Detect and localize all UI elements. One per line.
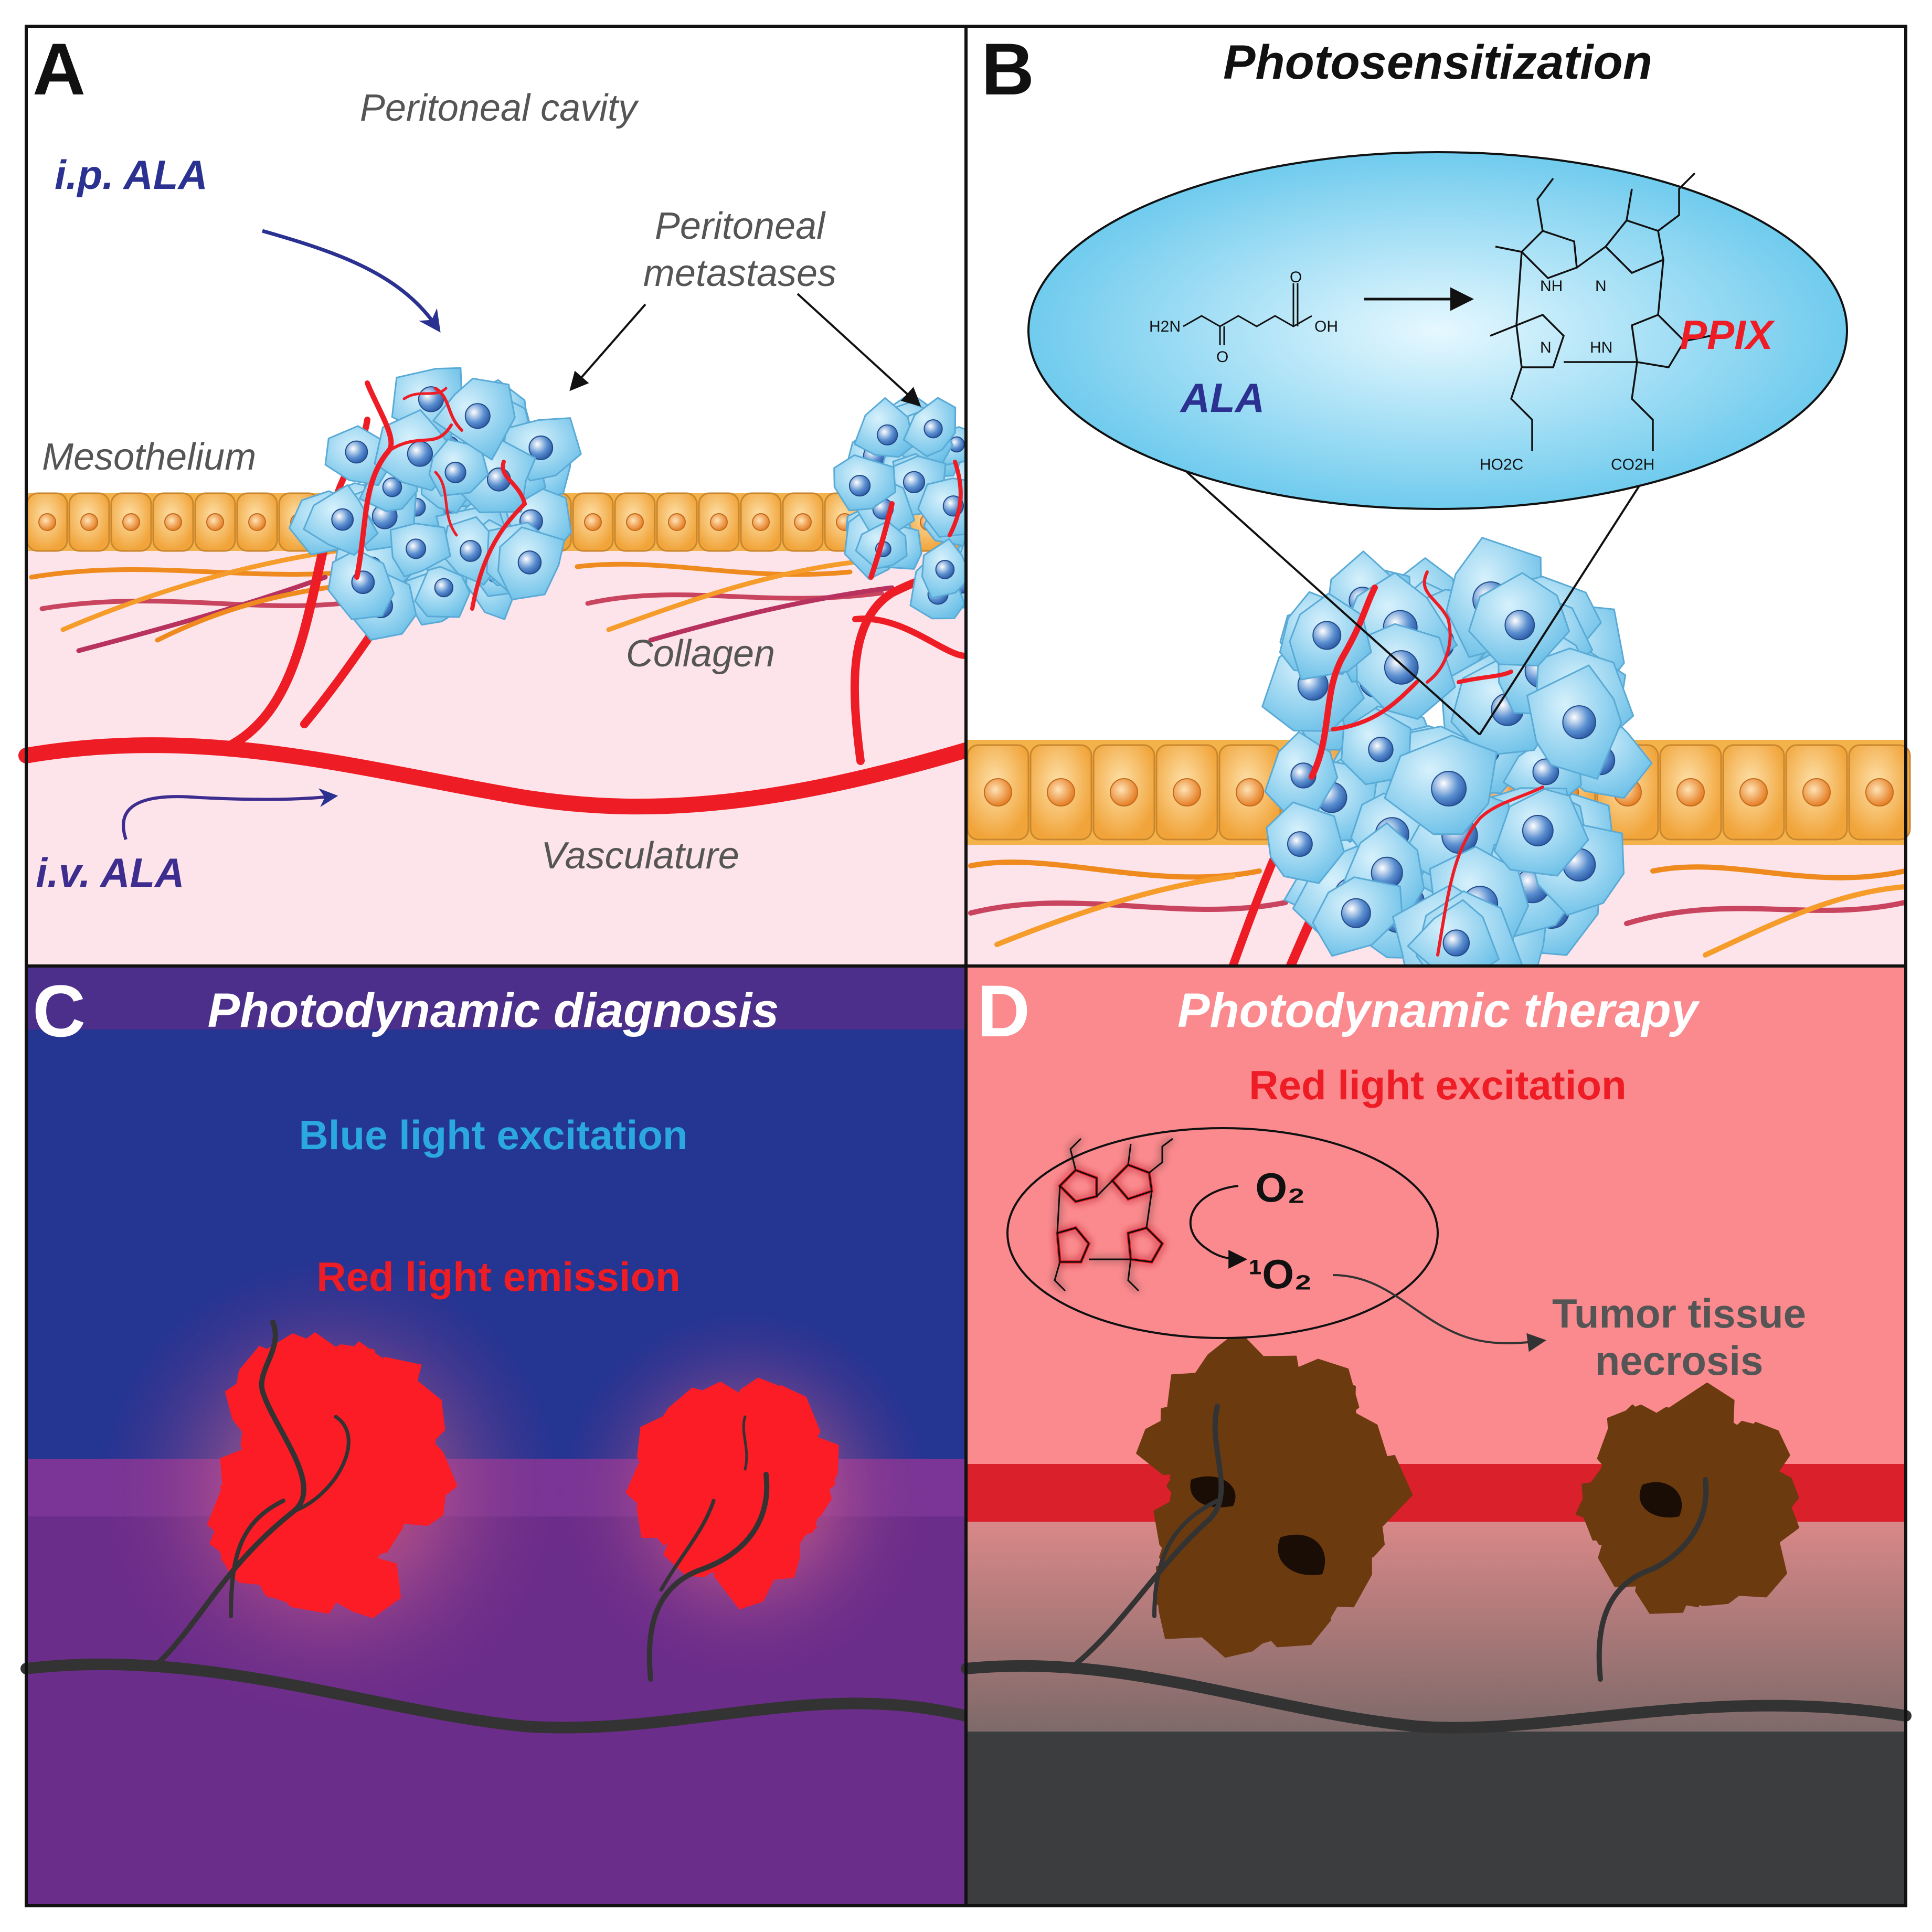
peritoneal-cavity-label: Peritoneal cavity (360, 87, 639, 129)
ala-acid-o-label: O (1290, 269, 1302, 286)
ppix-ho2c-label: HO2C (1480, 456, 1523, 473)
collagen-fibers (29, 548, 895, 653)
mesothelium-label: Mesothelium (42, 436, 256, 478)
tumor-vessels-a2 (868, 460, 963, 580)
ip-ala-label: i.p. ALA (55, 152, 208, 198)
panel-c-title: Photodynamic diagnosis (208, 984, 779, 1037)
ppix-co2h-label: CO2H (1611, 456, 1654, 473)
panel-b: H2N O O OH NH N N HN HO2C CO2H (967, 26, 1911, 1000)
fluorescent-tumor-1 (207, 1332, 458, 1618)
necrotic-tumor-1 (1136, 1330, 1413, 1658)
metastases-pointer-right (797, 293, 921, 407)
collagen-fibers-b (968, 859, 1907, 958)
molecular-zoom-ellipse (1027, 151, 1848, 510)
ppix-label: PPIX (1680, 312, 1775, 358)
necrosis-arrow (1332, 1274, 1547, 1352)
ala-oh-label: OH (1314, 318, 1338, 335)
ip-ala-arrow (262, 229, 441, 333)
ppix-nh-label: NH (1540, 278, 1563, 295)
tumor-magnified (1261, 537, 1653, 1000)
ala-h2n-label: H2N (1149, 318, 1181, 335)
ala-label: ALA (1180, 375, 1265, 421)
panel-d-letter: D (977, 970, 1030, 1052)
panel-c-title-band (26, 967, 965, 1029)
panel-borders (25, 25, 1907, 1907)
fluorescent-tumor-2 (625, 1377, 839, 1610)
panel-d: D Photodynamic therapy Red light excitat… (961, 967, 1912, 1906)
ala-structure (1183, 283, 1312, 345)
panel-d-title: Photodynamic therapy (1177, 984, 1700, 1037)
red-excitation-label: Red light excitation (1249, 1062, 1626, 1108)
iv-ala-label: i.v. ALA (36, 850, 184, 896)
panel-a-letter: A (33, 28, 86, 110)
panel-b-letter: B (981, 28, 1034, 110)
lower-tissue-d (967, 1732, 1906, 1906)
necrosis-label-line1: Tumor tissue (1552, 1290, 1806, 1336)
zoom-line-right (1479, 455, 1659, 736)
panel-b-title: Photosensitization (1223, 36, 1652, 89)
zoom-line-left (1174, 461, 1481, 736)
panel-a: A Peritoneal cavity i.p. ALA Peritoneal … (18, 26, 1016, 965)
singlet-oxygen-label: ¹O₂ (1248, 1251, 1312, 1297)
necrosis-label-line2: necrosis (1595, 1337, 1764, 1384)
iv-ala-arrow (122, 788, 338, 840)
tumor-vessels-b (1309, 570, 1544, 957)
ppix-n-top-label: N (1595, 278, 1607, 295)
blue-light-label: Blue light excitation (299, 1112, 687, 1158)
metastases-pointer-left (569, 303, 646, 391)
vasculature-d (961, 1404, 1912, 1734)
panel-c: C Photodynamic diagnosis Blue light exci… (20, 967, 971, 1906)
oxygen-label: O₂ (1255, 1164, 1305, 1211)
ppix-hn-label: HN (1590, 339, 1612, 356)
vasculature-label: Vasculature (541, 835, 739, 877)
reaction-cycle-arrow (1189, 1185, 1248, 1269)
metastases-label-line2: metastases (643, 252, 836, 294)
vasculature-c (20, 1320, 971, 1734)
tumor-vessels-a1 (354, 380, 527, 611)
red-emission-label: Red light emission (316, 1254, 680, 1300)
collagen-label: Collagen (626, 633, 775, 675)
panel-c-letter: C (33, 970, 86, 1052)
ppix-structure (1490, 172, 1711, 451)
ppix-glow-structure (1054, 1138, 1173, 1292)
reaction-ellipse (1006, 1127, 1439, 1339)
ala-ketone-o-label: O (1216, 348, 1228, 366)
metastases-label-line1: Peritoneal (655, 205, 826, 247)
necrotic-spots (1190, 1476, 1682, 1575)
ppix-n-bottom-label: N (1540, 339, 1552, 356)
